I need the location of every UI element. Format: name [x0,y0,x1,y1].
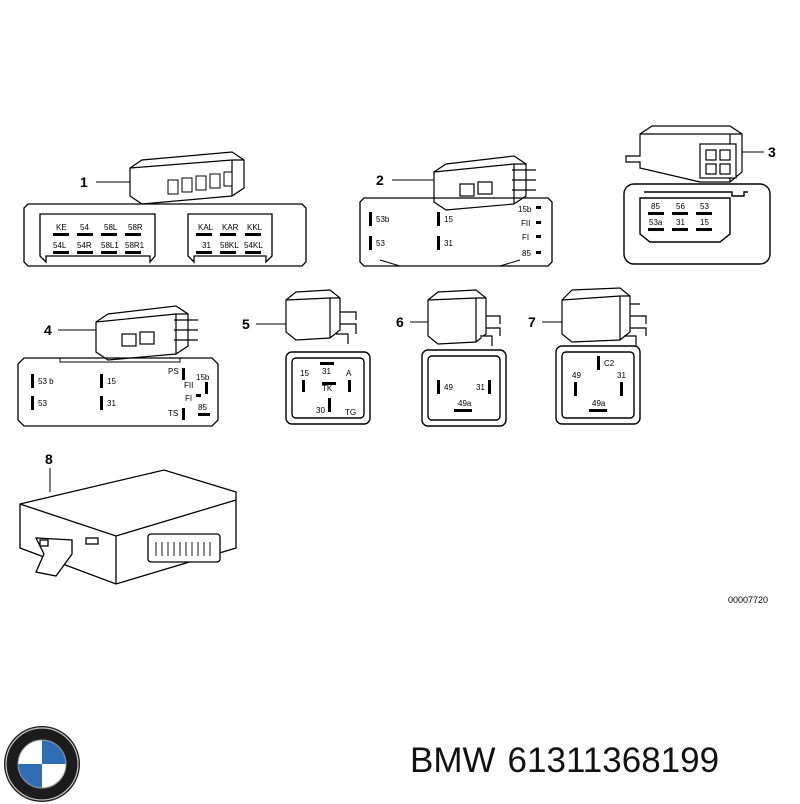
p7-pin-49: 49 [572,371,581,380]
p1-pin-58r1: 58R1 [125,241,145,250]
part-6-pin-slots [437,380,491,412]
drawing-number: 00007720 [728,595,768,605]
p3-pin-31: 31 [676,218,685,227]
p2-pin-53b: 53b [376,215,390,224]
part-1-pin-slots [53,233,261,254]
p6-pin-31: 31 [476,383,485,392]
p4-pin-ps: PS [168,367,179,376]
p4-pin-53: 53 [38,399,47,408]
p4-pin-15b: 15b [196,373,210,382]
part-7-pin-slots [574,356,623,412]
p1-pin-kar: KAR [222,223,239,232]
callout-5: 5 [242,316,250,332]
p3-pin-15: 15 [700,218,709,227]
part-3-connector-face [623,183,771,265]
part-2-relay [433,155,536,211]
part-5-connector-face [285,351,371,425]
part-4-connector-face [17,357,219,427]
callout-8: 8 [45,451,53,467]
p7-pin-49a: 49a [592,399,606,408]
p1-pin-31: 31 [202,241,211,250]
part-4-relay [95,305,198,361]
p4-pin-53b: 53 b [38,377,54,386]
p5-pin-tg: TG [345,408,356,417]
part-4-pin-labels: 53 b 53 15 31 PS 15b FII FI TS 85 [38,367,210,418]
p5-pin-15: 15 [300,369,309,378]
part-5-pin-slots [302,362,351,412]
p3-pin-85: 85 [651,202,660,211]
p4-pin-85: 85 [198,403,207,412]
p4-pin-ts: TS [168,409,178,418]
p1-pin-58l: 58L [104,223,118,232]
p4-pin-fi: FI [185,394,192,403]
callout-3: 3 [768,144,776,160]
p1-pin-kkl: KKL [247,223,263,232]
p1-pin-ke: KE [56,223,67,232]
p1-pin-58r: 58R [128,223,143,232]
p3-pin-53a: 53a [649,218,663,227]
p4-pin-31: 31 [107,399,116,408]
p3-pin-56: 56 [676,202,685,211]
part-5-pin-labels: 15 31 A TK 30 TG [300,367,356,417]
bmw-logo [4,726,80,802]
p1-pin-kal: KAL [198,223,214,232]
part-4-pin-slots [31,368,210,420]
part-6-connector-face [421,349,507,427]
part-number: 61311368199 [507,741,720,780]
p1-pin-54kl: 54KL [244,241,263,250]
p5-pin-a: A [346,369,352,378]
p4-pin-15: 15 [107,377,116,386]
callout-4: 4 [44,322,52,338]
part-5-relay [285,289,357,344]
callout-6: 6 [396,314,404,330]
p7-pin-c2: C2 [604,359,615,368]
p2-pin-fii: FII [521,219,530,228]
p1-pin-54l: 54L [53,241,67,250]
part-2-pin-slots [369,206,541,254]
p1-pin-58l1: 58L1 [101,241,119,250]
p6-pin-49: 49 [444,383,453,392]
part-7-pin-labels: C2 49 31 49a [572,359,626,408]
p7-pin-31: 31 [617,371,626,380]
part-1-relay-module [129,151,245,205]
p2-pin-31: 31 [444,239,453,248]
p5-pin-31: 31 [322,367,331,376]
callout-7: 7 [528,314,536,330]
p2-pin-85: 85 [522,249,531,258]
part-3-relay [625,125,743,183]
part-6-pin-labels: 49 31 49a [444,383,485,408]
part-6-relay [427,289,501,346]
p4-pin-fii: FII [184,381,193,390]
part-7-connector-face [555,345,641,425]
callout-1: 1 [80,174,88,190]
part-1-connector-face [23,203,307,267]
part-2-connector-face [359,197,553,267]
p2-pin-53: 53 [376,239,385,248]
part-7-relay [561,287,647,346]
part-8-control-unit [19,469,237,585]
p1-pin-58kl: 58KL [220,241,239,250]
brand-name: BMW [410,741,496,780]
p3-pin-53: 53 [700,202,709,211]
p1-pin-54r: 54R [77,241,92,250]
p2-pin-fi: FI [522,233,529,242]
p5-pin-tk: TK [322,384,333,393]
part-3-pin-labels: 85 56 53 53a 31 15 [649,202,709,227]
p1-pin-54: 54 [80,223,89,232]
part-3-pin-slots [648,212,712,231]
p2-pin-15: 15 [444,215,453,224]
part-2-pin-labels: 53b 53 15 31 15b FII FI 85 [376,205,532,258]
part-number-caption: BMW 61311368199 [410,736,719,786]
part-1-pin-labels: KE 54 58L 58R 54L 54R 58L1 58R1 KAL KAR … [53,223,263,250]
p2-pin-15b: 15b [518,205,532,214]
p5-pin-30: 30 [316,406,325,415]
callout-2: 2 [376,172,384,188]
p6-pin-49a: 49a [458,399,472,408]
